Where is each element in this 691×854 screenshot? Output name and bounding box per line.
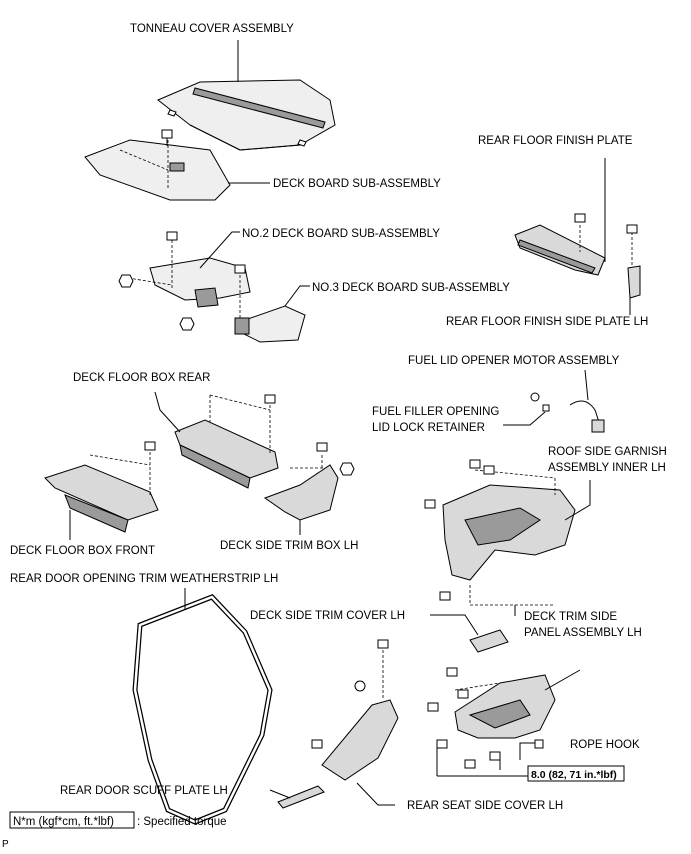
no3-deck-board-sub-assembly	[179, 264, 310, 343]
corner-mark: P	[2, 839, 9, 850]
label-deck-side-trim-cover: DECK SIDE TRIM COVER LH	[250, 610, 405, 622]
dtsp-clip-icon-1	[469, 459, 481, 469]
dfbr-clip-icon	[264, 394, 276, 404]
label-deck-side-trim-box: DECK SIDE TRIM BOX LH	[220, 540, 358, 552]
lower-panel-clip-icon-5	[464, 759, 476, 769]
fuel-filler-lid-lock-retainer	[503, 392, 550, 426]
dtsp-clip-icon-3	[424, 499, 436, 509]
dfbf-clip-icon	[144, 441, 156, 451]
no3-nut-icon	[179, 317, 195, 331]
rfsp-clip-icon	[626, 224, 638, 234]
rssc-clip-icon-3	[311, 739, 323, 749]
rear-door-scuff-plate	[269, 785, 325, 809]
label-fuel-filler-retainer-1: FUEL FILLER OPENING	[372, 406, 499, 418]
rear-floor-finish-side-plate	[626, 224, 641, 315]
rssc-clip-icon-1	[377, 639, 389, 649]
dstb-nut-icon	[339, 462, 355, 476]
label-rear-floor-finish-plate: REAR FLOOR FINISH PLATE	[478, 135, 633, 147]
label-deck-floor-box-rear: DECK FLOOR BOX REAR	[73, 372, 210, 384]
label-rear-door-weatherstrip: REAR DOOR OPENING TRIM WEATHERSTRIP LH	[10, 573, 278, 585]
dtsp-clip-icon-4	[439, 591, 451, 601]
lower-panel-clip-icon-2	[457, 689, 469, 699]
tonneau-cover-assembly	[157, 40, 336, 151]
label-deck-trim-side-panel-2: PANEL ASSEMBLY LH	[524, 627, 642, 639]
label-fuel-filler-retainer-2: LID LOCK RETAINER	[372, 422, 485, 434]
torque-box	[527, 765, 625, 782]
fuel-lid-opener-motor	[569, 369, 605, 433]
rope-hook-icon	[534, 739, 544, 749]
label-deck-board: DECK BOARD SUB-ASSEMBLY	[273, 178, 441, 190]
deck-side-trim-cover	[430, 614, 509, 653]
label-rear-seat-side-cover: REAR SEAT SIDE COVER LH	[407, 800, 563, 812]
deck-trim-side-panel	[424, 459, 591, 616]
label-deck-floor-box-front: DECK FLOOR BOX FRONT	[10, 545, 155, 557]
dtsp-clip-icon-2	[483, 465, 495, 475]
label-rear-floor-finish-side-plate: REAR FLOOR FINISH SIDE PLATE LH	[446, 316, 648, 328]
legend-unit: N*m (kgf*cm, ft.*lbf)	[13, 816, 114, 828]
rear-seat-side-cover	[311, 639, 399, 806]
rear-floor-finish-plate	[514, 158, 606, 276]
rfp-clip-icon	[574, 213, 586, 223]
label-deck-trim-side-panel-1: DECK TRIM SIDE	[524, 611, 617, 623]
dstb-clip-icon	[316, 442, 328, 452]
label-no3-deck-board: NO.3 DECK BOARD SUB-ASSEMBLY	[312, 282, 510, 294]
deck-floor-box-rear	[154, 391, 279, 489]
lower-panel-clip-icon-3	[427, 702, 439, 712]
rope-hook-bolt-icon	[489, 751, 501, 761]
rear-door-opening-trim-weatherstrip	[132, 588, 273, 825]
label-roof-side-garnish-1: ROOF SIDE GARNISH	[548, 446, 667, 458]
legend-box	[9, 811, 135, 829]
lower-panel-clip-icon-1	[446, 667, 458, 677]
deck-board-clip-icon	[161, 129, 173, 146]
no2-deck-board-sub-assembly	[118, 231, 251, 308]
no2-nut-icon	[118, 274, 134, 288]
lower-panel-clip-icon-4	[436, 739, 448, 749]
rope-hook-area	[427, 667, 581, 777]
deck-floor-box-front	[44, 441, 159, 540]
label-rear-door-scuff: REAR DOOR SCUFF PLATE LH	[60, 785, 228, 797]
label-tonneau-cover: TONNEAU COVER ASSEMBLY	[130, 23, 294, 35]
label-fuel-lid-motor: FUEL LID OPENER MOTOR ASSEMBLY	[408, 355, 620, 367]
label-rope-hook: ROPE HOOK	[570, 739, 640, 751]
legend-desc: : Specified torque	[137, 816, 227, 828]
label-roof-side-garnish-2: ASSEMBLY INNER LH	[548, 462, 666, 474]
label-no2-deck-board: NO.2 DECK BOARD SUB-ASSEMBLY	[242, 228, 440, 240]
no2-bolt-icon	[166, 231, 178, 241]
rssc-clip-icon-2	[354, 680, 366, 692]
no3-bolt-icon	[234, 264, 246, 274]
deck-side-trim-box	[263, 442, 355, 535]
label-torque: 8.0 (82, 71 in.*lbf)	[531, 769, 617, 781]
deck-board-sub-assembly	[84, 129, 270, 201]
